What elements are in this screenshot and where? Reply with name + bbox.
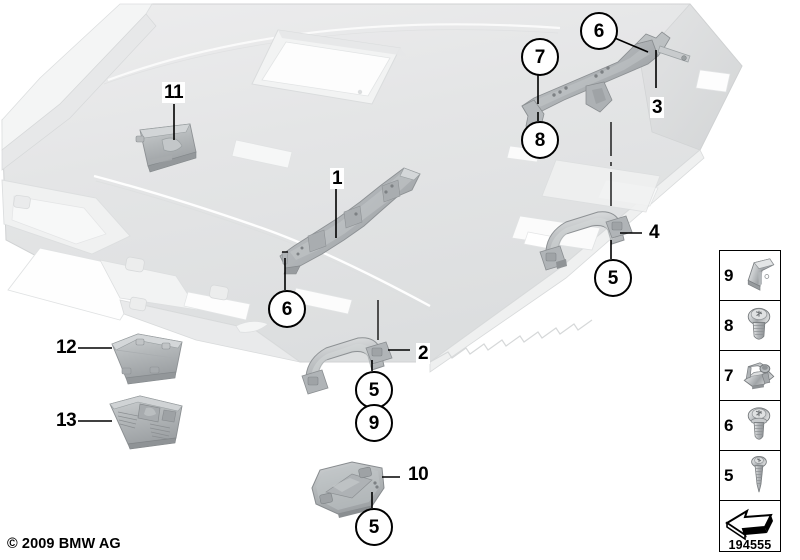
callout-3[interactable]: 3	[650, 97, 665, 118]
callout-7[interactable]: 7	[521, 38, 559, 76]
direction-arrow-icon	[725, 508, 773, 541]
legend-row-7[interactable]: 7	[720, 351, 780, 401]
part-2-grab-handle	[301, 337, 393, 395]
part-12-trim-cover	[111, 333, 183, 385]
callout-5b[interactable]: 5	[355, 371, 393, 409]
callout-6b[interactable]: 6	[268, 290, 306, 328]
callout-6a[interactable]: 6	[580, 12, 618, 50]
legend-number-8: 8	[724, 315, 734, 335]
left-trim-recesses	[1, 179, 199, 321]
callout-10[interactable]: 10	[406, 464, 431, 485]
part-11-visor-clip	[135, 123, 197, 173]
spring-clip-nut-icon	[743, 362, 775, 390]
callout-5c[interactable]: 5	[355, 508, 393, 546]
legend-number-7: 7	[724, 365, 734, 385]
legend-number-9: 9	[724, 265, 734, 285]
legend-row-5[interactable]: 5	[720, 451, 780, 501]
legend-row-9[interactable]: 9	[720, 251, 780, 301]
part-1-roof-bracket	[279, 167, 421, 275]
rear-left-trim	[119, 291, 301, 363]
pointed-tip-screw-icon	[751, 455, 767, 493]
callout-9[interactable]: 9	[355, 404, 393, 442]
sunroof-opening	[251, 29, 406, 105]
legend-number-5: 5	[724, 465, 734, 485]
callout-4[interactable]: 4	[647, 222, 662, 243]
legend-number-6: 6	[724, 415, 734, 435]
part-13-module	[109, 395, 183, 450]
callout-13[interactable]: 13	[54, 410, 79, 431]
callout-2[interactable]: 2	[416, 343, 431, 364]
leader-lines	[78, 35, 657, 508]
part-10-interior-lamp	[311, 461, 385, 518]
round-head-screw-icon	[747, 307, 771, 340]
legend-row-6[interactable]: 6	[720, 401, 780, 451]
callout-8[interactable]: 8	[521, 121, 559, 159]
callout-5a[interactable]: 5	[594, 259, 632, 297]
centre-recesses	[209, 284, 353, 315]
legend-row-direction[interactable]	[720, 501, 780, 551]
legend-table: 9 8 7	[719, 250, 781, 552]
copyright-notice: © 2009 BMW AG	[7, 536, 121, 552]
part-4-grab-handle	[539, 211, 633, 271]
callout-11[interactable]: 11	[162, 82, 186, 103]
trim-cap-icon	[747, 258, 775, 291]
callout-1[interactable]: 1	[330, 168, 345, 189]
flanged-head-screw-icon	[747, 407, 771, 440]
diagram-code: 194555	[728, 538, 772, 552]
legend-row-8[interactable]: 8	[720, 301, 780, 351]
callout-12[interactable]: 12	[54, 337, 79, 358]
